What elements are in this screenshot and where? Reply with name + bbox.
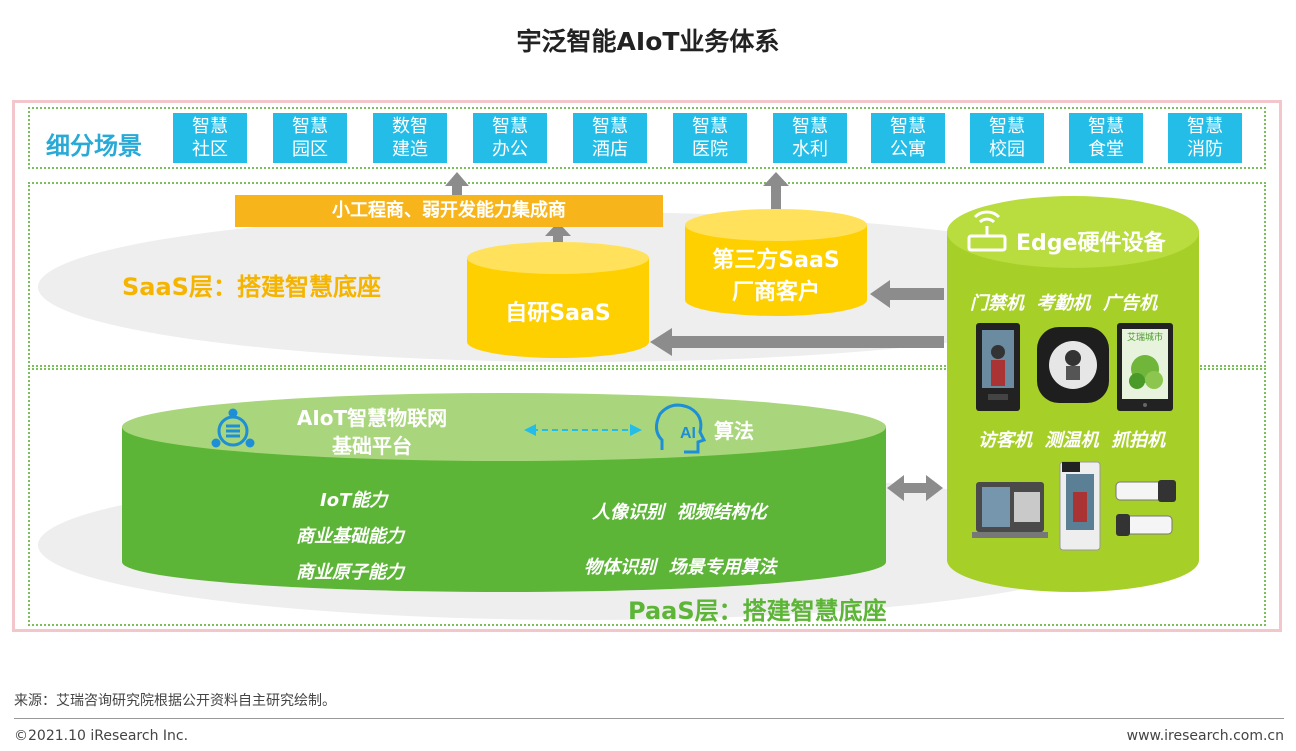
scenario-line1: 智慧 [192,116,228,137]
self-saas-cylinder [467,242,649,358]
edge-devices-row2: 访客机 测温机 抓拍机 [978,430,1166,451]
scenario-line2: 公寓 [890,139,926,160]
scenario-line1: 数智 [392,116,428,137]
dashed-arrow-platform-algorithm [524,424,642,436]
scenario-box: 智慧水利 [773,113,847,163]
ad-screen-text: 艾瑞城市 [1127,331,1163,343]
scenario-line1: 智慧 [692,116,728,137]
edge-devices-row1: 门禁机 考勤机 广告机 [970,293,1158,314]
capability-item-2: 商业基础能力 [296,526,404,547]
edge-title: Edge硬件设备 [1016,231,1166,256]
snapshot-camera-image [1115,480,1176,536]
scenario-box: 智慧酒店 [573,113,647,163]
scenario-line2: 社区 [192,139,228,160]
aiot-platform-line1: AIoT智慧物联网 [296,406,448,430]
up-arrow-integrator [545,222,571,248]
paas-layer-label: PaaS层：搭建智慧底座 [628,597,887,625]
scenario-line1: 智慧 [890,116,926,137]
scenario-box: 智慧园区 [273,113,347,163]
up-arrow-left [445,172,469,198]
algorithm-label: 算法 [714,419,754,443]
self-saas-label: 自研SaaS [505,301,611,326]
saas-layer-label: SaaS层：搭建智慧底座 [122,273,381,301]
scenario-box: 智慧校园 [970,113,1044,163]
ai-head-icon: AI [655,403,707,454]
temperature-device-image [1059,461,1101,551]
scenario-line2: 酒店 [592,139,628,160]
scenario-line2: 医院 [692,139,728,160]
up-arrow-right [763,172,789,212]
scenario-line2: 水利 [792,139,828,160]
scenario-box: 智慧公寓 [871,113,945,163]
capability-item-3: 商业原子能力 [296,562,404,583]
scenario-line1: 智慧 [1187,116,1223,137]
footer-divider [14,718,1284,719]
scenario-line2: 消防 [1187,139,1223,160]
capability-item-1: IoT能力 [320,490,388,511]
double-arrow-aiot-edge [887,475,943,501]
source-note: 来源：艾瑞咨询研究院根据公开资料自主研究绘制。 [14,693,336,709]
third-party-saas-cylinder [685,209,867,316]
footer-url[interactable]: www.iresearch.com.cn [1126,728,1284,744]
scenario-line1: 智慧 [592,116,628,137]
third-party-saas-line2: 厂商客户 [731,280,820,305]
algorithm-item-1: 人像识别 视频结构化 [592,502,767,523]
scenario-box: 智慧消防 [1168,113,1242,163]
diagram-frame [12,100,1282,632]
scenario-line2: 办公 [492,139,528,160]
scenario-line2: 园区 [292,139,328,160]
scenario-box: 数智建造 [373,113,447,163]
scenario-line2: 校园 [989,139,1025,160]
access-control-device-image [976,323,1020,411]
copyright: ©2021.10 iResearch Inc. [14,728,189,744]
scenario-box: 智慧办公 [473,113,547,163]
scenario-line1: 智慧 [492,116,528,137]
arrow-to-self-saas [650,328,944,356]
attendance-device-image [1037,327,1109,403]
paas-region [28,368,1266,626]
ad-machine-device-image [1117,323,1173,411]
scenario-line2: 建造 [392,139,428,160]
svg-text:AI: AI [680,425,696,442]
saas-region [28,182,1266,367]
scenario-line1: 智慧 [1088,116,1124,137]
scenario-line1: 智慧 [292,116,328,137]
page-title: 宇泛智能AIoT业务体系 [516,27,780,56]
aiot-platform-line2: 基础平台 [332,434,412,458]
scenario-line1: 智慧 [989,116,1025,137]
visitor-device-image [972,482,1048,538]
network-icon [211,408,255,448]
integrator-bar: 小工程商、弱开发能力集成商 [235,195,663,227]
algorithm-item-2: 物体识别 场景专用算法 [584,557,777,578]
scenario-box: 智慧食堂 [1069,113,1143,163]
scenario-label: 细分场景 [46,132,142,160]
antenna-icon [967,210,1007,252]
third-party-saas-line1: 第三方SaaS [712,248,840,273]
scenario-line1: 智慧 [792,116,828,137]
scenario-box: 智慧医院 [673,113,747,163]
scenario-line2: 食堂 [1088,139,1124,160]
arrow-to-third-party [870,280,944,308]
scenario-box: 智慧社区 [173,113,247,163]
scenario-row [28,107,1266,169]
